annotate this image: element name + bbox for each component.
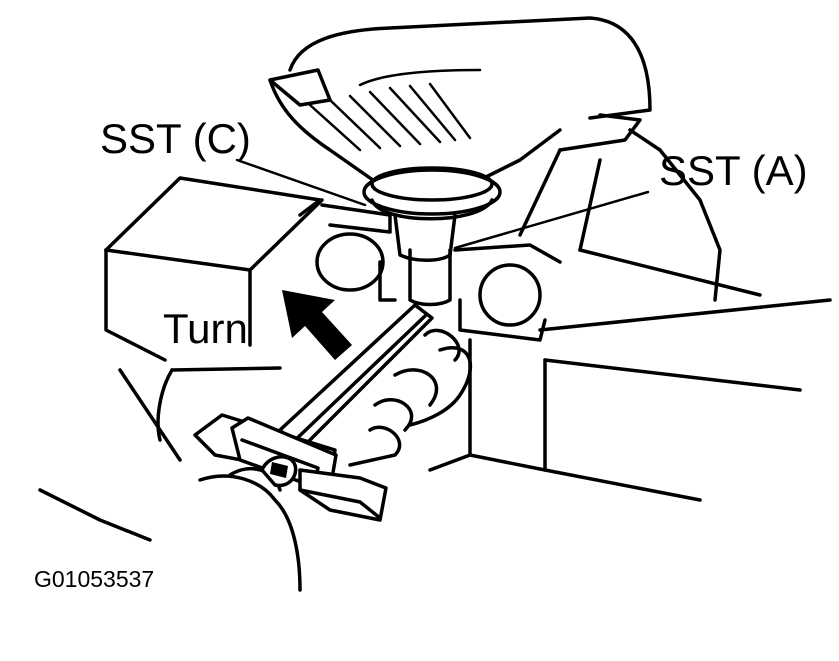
turn-direction-arrow	[282, 290, 352, 360]
spindle-collar	[362, 166, 502, 307]
press-housing	[268, 16, 722, 302]
label-sst-a: SST (A)	[659, 147, 808, 194]
base-plate	[428, 248, 832, 502]
label-sst-c: SST (C)	[100, 115, 251, 162]
hand	[38, 328, 472, 592]
label-turn: Turn	[163, 305, 248, 352]
leader-line-sst-c	[235, 158, 367, 207]
wrench-tool	[193, 303, 434, 522]
figure-id: G01053537	[34, 566, 155, 592]
leader-line-sst-a	[453, 190, 650, 250]
workpiece-block	[104, 176, 562, 362]
